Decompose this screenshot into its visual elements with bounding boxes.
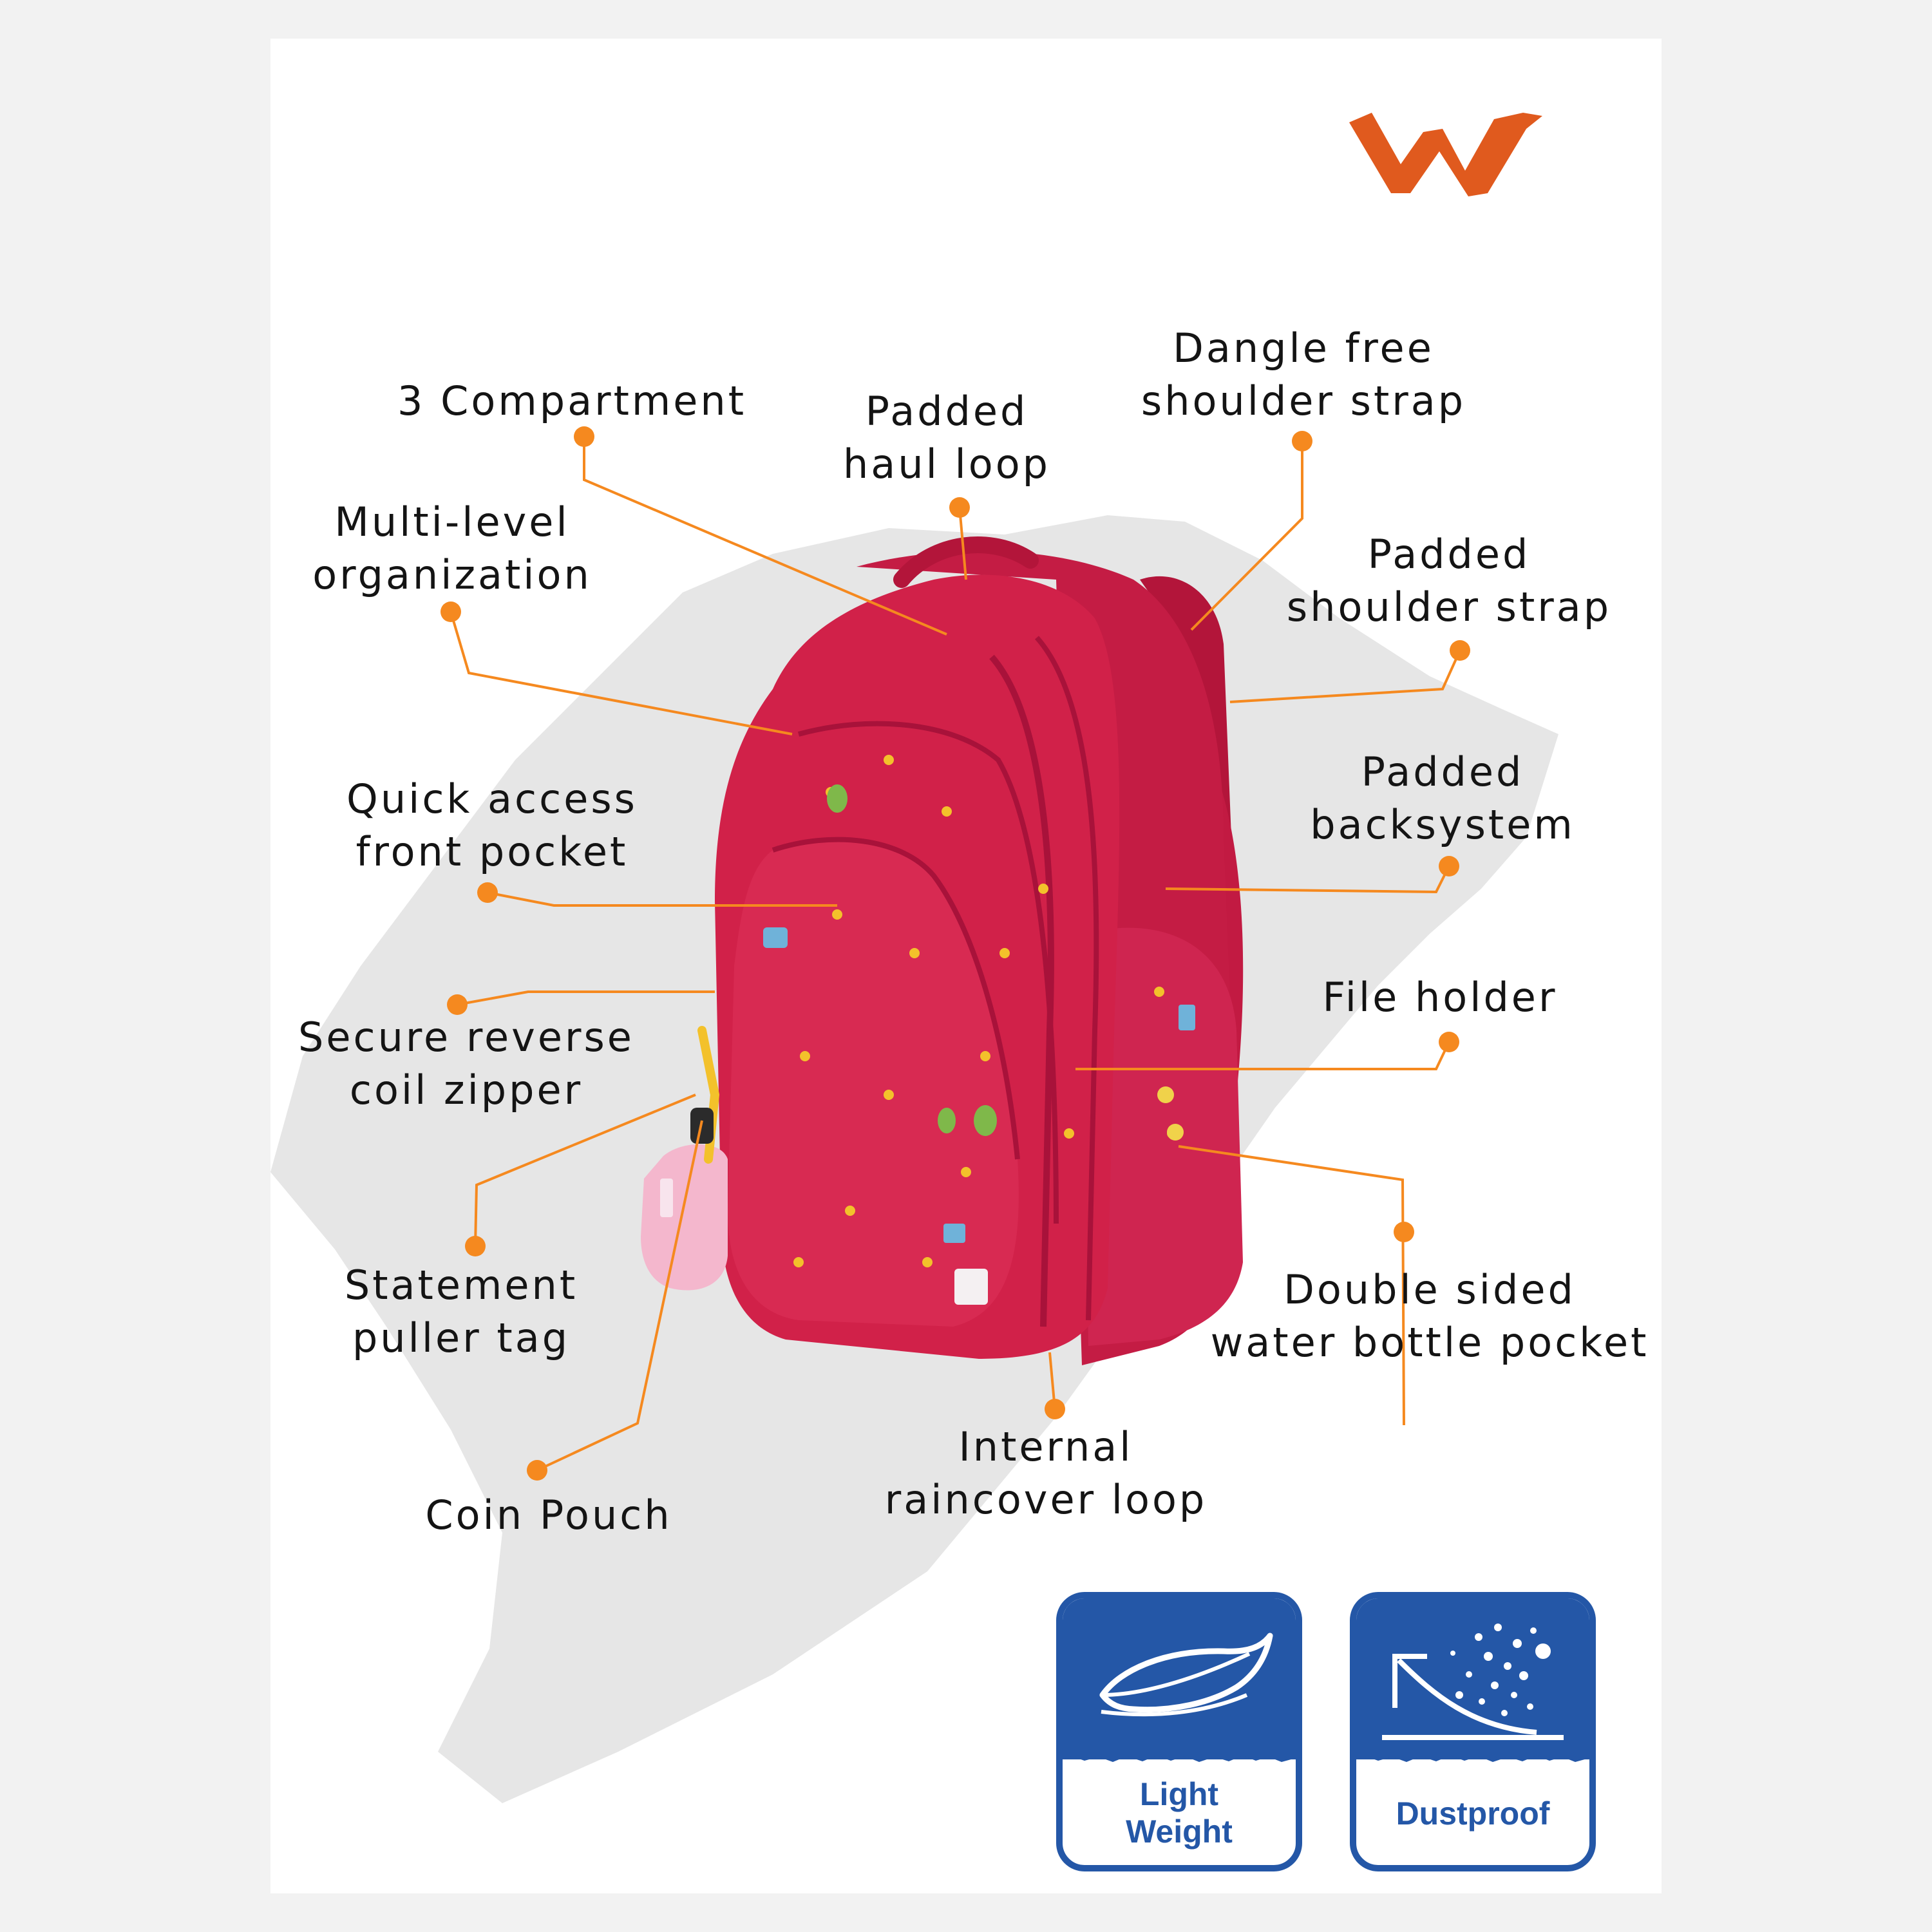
label-bottle-pocket: Double sided water bottle pocket [1210,1266,1649,1366]
torn-edge [1063,1750,1296,1762]
torn-edge [1356,1750,1589,1762]
label-dangle-strap: Dangle free shoulder strap [1141,325,1466,424]
dot-organization [440,601,461,622]
dot-bottle-pocket [1394,1222,1414,1242]
feather-icon [1099,1633,1273,1717]
label-raincover-loop: Internal raincover loop [884,1423,1208,1523]
label-coin-pouch: Coin Pouch [425,1492,672,1539]
dot-coin-pouch [527,1460,547,1481]
w-brand-logo [1349,113,1542,196]
dot-zipper [447,994,468,1015]
dot-file-holder [1439,1032,1459,1052]
label-haul-loop: Padded haul loop [843,388,1050,488]
backpack-illustration [641,536,1244,1365]
label-backsystem: Padded backsystem [1310,748,1575,848]
badge-light-weight: Light Weight [1056,1592,1302,1871]
dot-backsystem [1439,856,1459,876]
callout-dots [440,426,1470,1481]
label-compartment: 3 Compartment [397,377,747,424]
label-puller-tag: Statement puller tag [344,1262,578,1361]
callout-lines [450,437,1461,1472]
badge-dustproof-text: Dustproof [1396,1795,1550,1832]
label-shoulder-strap: Padded shoulder strap [1286,531,1612,630]
badge-light-weight-text: Light Weight [1126,1776,1233,1850]
label-zipper: Secure reverse coil zipper [298,1014,634,1113]
label-front-pocket: Quick access front pocket [346,775,638,875]
dot-dangle-strap [1292,431,1312,451]
dot-haul-loop [949,497,970,518]
label-organization: Multi-level organization [312,498,592,598]
dot-front-pocket [477,882,498,903]
badge-dustproof: Dustproof [1350,1592,1596,1871]
dust-particles-icon [1382,1624,1564,1740]
dot-puller-tag [465,1236,486,1256]
dot-raincover-loop [1045,1399,1065,1419]
dot-shoulder-strap [1450,640,1470,661]
label-file-holder: File holder [1322,974,1558,1021]
dot-compartment [574,426,594,447]
